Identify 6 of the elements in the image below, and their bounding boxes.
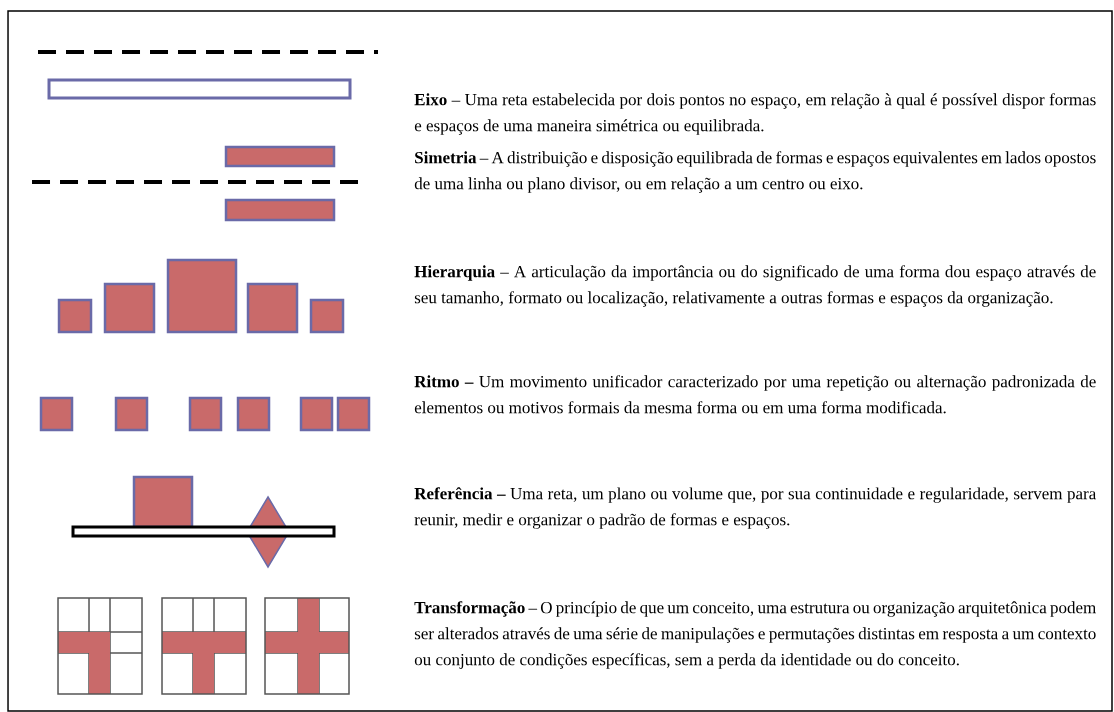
definition-paragraph: Eixo – Uma reta estabelecida por dois pontos no espaço, em relação à qual é possível dispor formas e espaços de uma maneira simétrica ou equilibrada. [414,93,1096,135]
definition-paragraph: Ritmo – Um movimento unificador caracterizado por uma repetição ou alternação padronizada de elementos ou motivos formais da mesma forma ou em uma forma modificada. [414,375,1096,414]
definition-paragraph: Simetria – A distribuição e disposição equilibrada de formas e espaços equivalentes em lados opostos de uma linha ou plano divisor, ou em relação a um centro ou eixo. [414,151,1096,193]
definition-paragraph: Transformação – O princípio de que um conceito, uma estrutura ou organização arquitetônica podem ser alterados através de uma série de manipulações e permutações distintas em resposta a um contexto ou conjunto de condições específicas, sem a perda da identidade ou do conceito. [414,601,1096,669]
definition-paragraph: Hierarquia – A articulação da importância ou do significado de uma forma dou espaço através de seu tamanho, formato ou localização, relativamente a outras formas e espaços da organização. [414,265,1096,307]
definition-paragraph: Referência – Uma reta, um plano ou volume que, por sua continuidade e regularidade, servem para reunir, medir e organizar o padrão de formas e espaços. [414,487,1096,529]
